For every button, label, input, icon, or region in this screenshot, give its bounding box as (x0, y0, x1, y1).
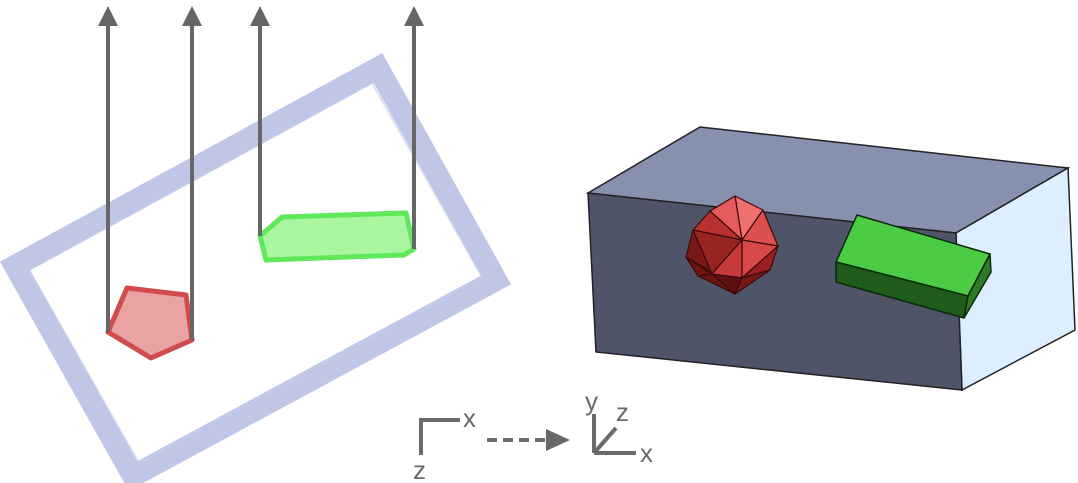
axis-3d-x-label: x (640, 438, 653, 468)
green-cross-section (257, 210, 417, 263)
up-arrow-icon (98, 6, 118, 26)
green-cuboid (835, 214, 992, 319)
tilted-frame (0, 53, 512, 483)
axis-3d-y-label: y (585, 386, 598, 416)
axis-2d-x-label: x (463, 403, 476, 433)
up-arrow-icon (250, 6, 270, 26)
left-panel (0, 6, 512, 483)
projection-arrows (98, 6, 424, 340)
up-arrow-icon (404, 6, 424, 26)
right-panel (585, 126, 1076, 392)
green-cuboid-end (963, 253, 992, 319)
axis-2d-z-label: z (413, 455, 426, 483)
red-icosahedron (685, 195, 779, 295)
red-cross-section (105, 285, 195, 361)
dashed-arrow-icon (487, 429, 570, 451)
axes-3d: y z x (585, 386, 653, 468)
tilted-frame-inner-edge (27, 81, 484, 465)
up-arrow-icon (182, 6, 202, 26)
axes-2d: x z (413, 403, 476, 483)
axis-3d-z-label: z (616, 397, 629, 427)
axes-2d-lines (419, 418, 460, 455)
